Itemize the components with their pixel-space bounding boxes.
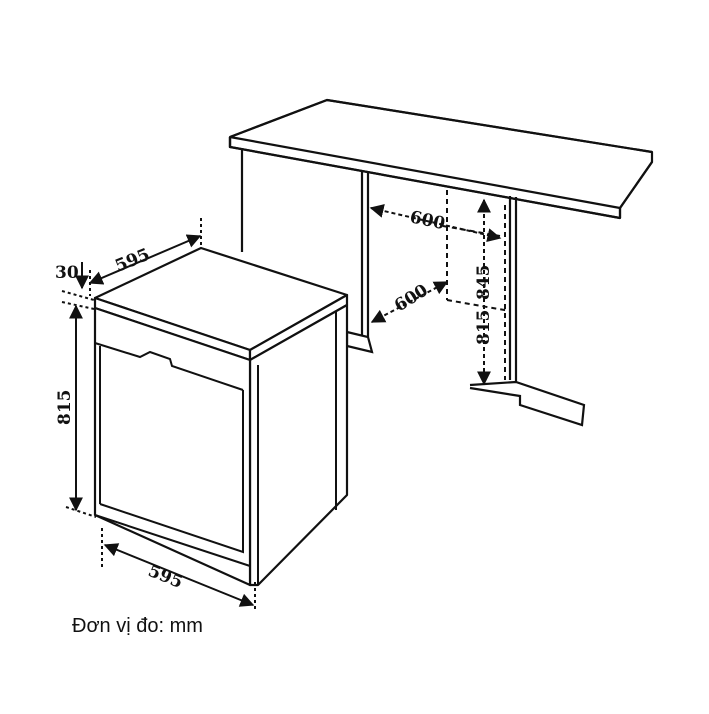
appliance-width-bottom-arrow [101,528,256,610]
niche-depth-arrow [370,281,449,323]
appliance-width-bottom-label: 595 [145,561,185,593]
top-offset-arrow [61,262,95,301]
niche-height-max-label: 845 [474,265,494,301]
cabinet-side-walls [240,148,586,427]
top-offset-label: 30 [55,263,79,283]
niche-height-min-label: 815 [474,310,494,346]
appliance-height-arrow [61,301,97,518]
appliance-width-top-arrow [88,218,202,296]
unit-caption: Đơn vị đo: mm [72,615,203,637]
appliance-width-top-label: 595 [112,245,152,277]
niche-width-arrow [369,204,502,242]
appliance-height-label: 815 [55,390,75,426]
countertop-top-surface [228,98,653,220]
niche-depth-label: 600 [391,280,432,316]
niche-width-label: 600 [408,207,447,234]
dishwasher [93,246,349,587]
